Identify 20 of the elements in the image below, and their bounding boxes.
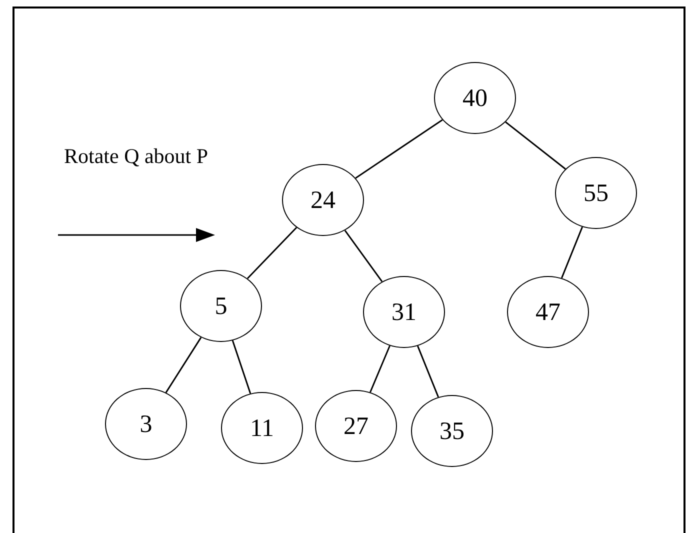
node-value: 27 [344, 414, 368, 438]
node-value: 3 [140, 412, 152, 436]
tree-edge-line [505, 121, 566, 170]
tree-edge-line [232, 340, 252, 394]
node-value: 35 [440, 418, 464, 444]
tree-edge-line [561, 226, 583, 278]
tree-edge-line [344, 230, 383, 282]
node-value: 55 [584, 180, 608, 206]
tree-edge-line [370, 345, 390, 393]
node-value: 31 [392, 300, 416, 324]
node-value: 5 [214, 294, 228, 318]
tree-edge-line [246, 226, 298, 280]
tree-edge-line [355, 119, 443, 179]
node-value: 40 [462, 86, 488, 110]
tree-edge-line [165, 337, 202, 393]
node-value: 47 [536, 300, 560, 324]
node-value: 24 [310, 188, 336, 212]
tree-edge-line [417, 346, 439, 398]
node-value: 11 [250, 416, 274, 440]
rotation-instruction: Rotate Q about P [64, 144, 210, 169]
